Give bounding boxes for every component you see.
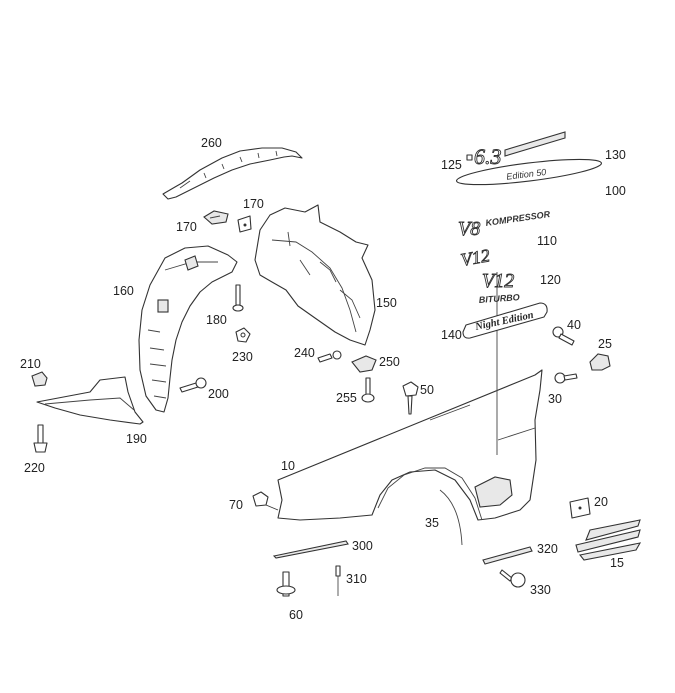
badge-120-text: BITURBO	[478, 292, 520, 305]
label-25: 25	[598, 337, 612, 351]
part-10-fender[interactable]	[277, 272, 543, 521]
label-220: 220	[24, 461, 45, 475]
label-15: 15	[610, 556, 624, 570]
badge-140-night-edition[interactable]: Night Edition	[462, 302, 548, 339]
badge-100-v8: V8	[458, 218, 480, 240]
part-70-nut[interactable]	[252, 491, 279, 511]
part-300-strip[interactable]	[272, 540, 349, 559]
part-160-wheel-liner[interactable]	[138, 245, 238, 413]
badge-110-text: V12	[459, 245, 491, 270]
badge-130-text: Edition 50	[506, 167, 547, 182]
part-25-clip[interactable]	[589, 353, 611, 371]
label-200: 200	[208, 387, 229, 401]
part-30-bolt[interactable]	[554, 372, 578, 384]
part-60-stud[interactable]	[276, 571, 296, 597]
label-310: 310	[346, 572, 367, 586]
label-120: 120	[540, 273, 561, 287]
label-240: 240	[294, 346, 315, 360]
label-130: 130	[605, 148, 626, 162]
part-310-rivet[interactable]	[335, 565, 341, 596]
label-260: 260	[201, 136, 222, 150]
label-10: 10	[281, 459, 295, 473]
part-255-screw[interactable]	[361, 377, 375, 403]
label-320: 320	[537, 542, 558, 556]
label-125: 125	[441, 158, 462, 172]
badge-100-v8-kompressor[interactable]: V8 KOMPRESSOR	[458, 209, 552, 240]
part-180-screw[interactable]	[232, 284, 244, 312]
part-170-clip-b[interactable]	[237, 215, 252, 233]
label-160: 160	[113, 284, 134, 298]
badge-100-text: KOMPRESSOR	[485, 209, 551, 228]
label-150: 150	[376, 296, 397, 310]
part-40-bolt[interactable]	[552, 326, 575, 346]
label-330: 330	[530, 583, 551, 597]
part-320-strip[interactable]	[482, 546, 533, 565]
label-210: 210	[20, 357, 41, 371]
label-35: 35	[425, 516, 439, 530]
part-150-wheel-liner[interactable]	[254, 204, 376, 346]
label-230: 230	[232, 350, 253, 364]
part-190-lower-liner[interactable]	[36, 376, 144, 425]
label-300: 300	[352, 539, 373, 553]
part-260-trim-strip[interactable]	[162, 147, 303, 200]
part-240-pin[interactable]	[317, 350, 342, 363]
part-20-clip[interactable]	[569, 497, 591, 519]
label-30: 30	[548, 392, 562, 406]
part-15-side-grille[interactable]	[575, 519, 642, 561]
part-220-screw[interactable]	[33, 424, 48, 453]
label-110: 110	[537, 234, 557, 248]
part-210-clip[interactable]	[31, 371, 48, 387]
label-170-b: 170	[243, 197, 264, 211]
part-200-screw[interactable]	[179, 377, 207, 393]
label-180: 180	[206, 313, 227, 327]
part-250-clip[interactable]	[351, 355, 377, 373]
label-140: 140	[441, 328, 462, 342]
part-230-nut[interactable]	[235, 327, 251, 343]
part-35-arch-trim[interactable]	[439, 489, 463, 546]
label-100: 100	[605, 184, 626, 198]
badge-120-v12-biturbo[interactable]: V12 BITURBO	[478, 270, 520, 305]
badge-110-v12[interactable]: V12	[459, 245, 492, 271]
label-60: 60	[289, 608, 303, 622]
label-40: 40	[567, 318, 581, 332]
label-50: 50	[420, 383, 434, 397]
part-170-clip-a[interactable]	[203, 210, 229, 225]
label-70: 70	[229, 498, 243, 512]
label-190: 190	[126, 432, 147, 446]
part-50-bolt[interactable]	[402, 381, 419, 415]
label-20: 20	[594, 495, 608, 509]
badge-120-v12: V12	[482, 270, 514, 292]
badge-125-text: 6.3	[474, 144, 502, 169]
label-250: 250	[379, 355, 400, 369]
label-255: 255	[336, 391, 357, 405]
part-330-screw[interactable]	[499, 569, 526, 588]
badge-125-6-3[interactable]: 6.3	[466, 131, 566, 169]
label-170-a: 170	[176, 220, 197, 234]
badge-130-edition-50[interactable]: Edition 50	[455, 154, 603, 190]
